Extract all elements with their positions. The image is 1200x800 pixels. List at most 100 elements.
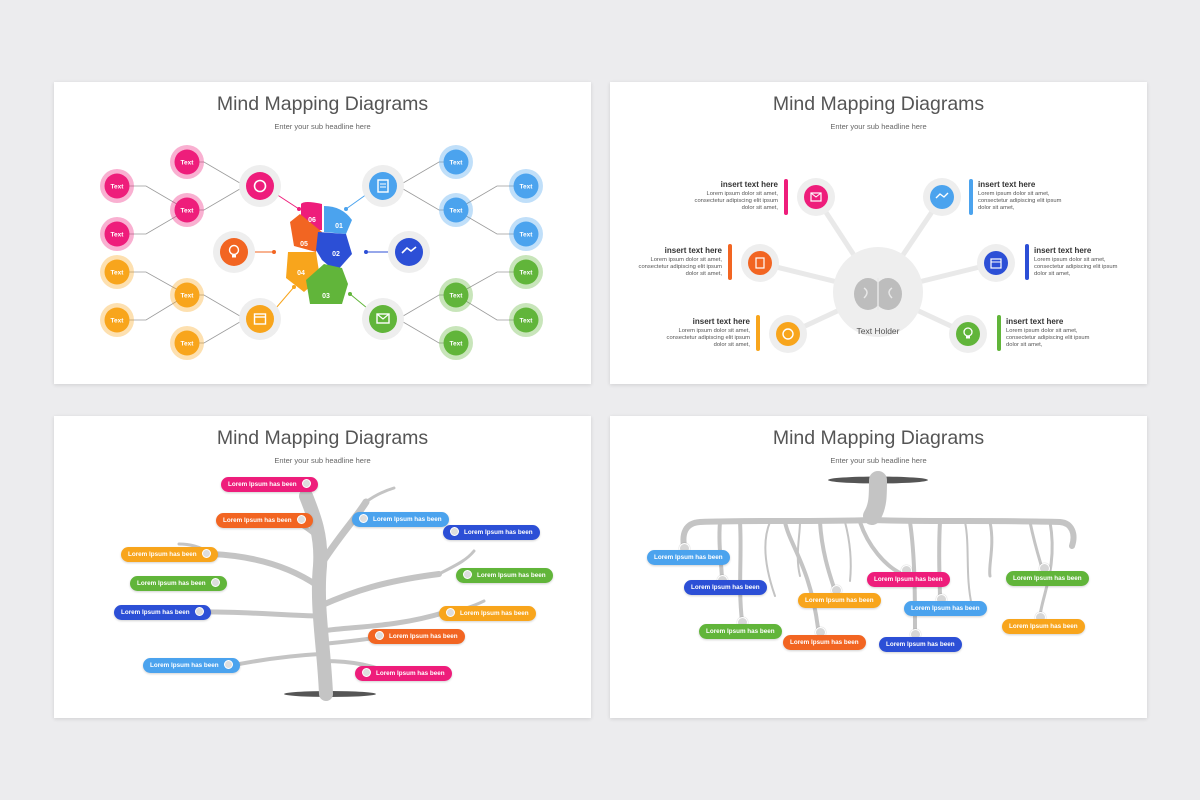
text-block-2[interactable]: insert text here Lorem ipsum dolor sit a… (978, 180, 1074, 212)
text-node[interactable]: Text (509, 303, 543, 337)
text-node[interactable]: Text (100, 255, 134, 289)
text-nodes[interactable]: TextTextTextTextTextTextTextTextTextText… (100, 145, 543, 360)
tree-label-7[interactable]: Lorem Ipsum has been (130, 576, 227, 591)
envelope-icon[interactable] (362, 298, 404, 340)
text-node[interactable]: Text (439, 193, 473, 227)
hub-label: Text Holder (857, 326, 900, 336)
text-node-label: Text (111, 231, 125, 238)
tree-label-9[interactable]: Lorem Ipsum has been (439, 606, 536, 621)
puzzle-number-03: 03 (322, 293, 330, 300)
text-node[interactable]: Text (439, 278, 473, 312)
slide-brain-hub[interactable]: Mind Mapping Diagrams Enter your sub hea… (610, 82, 1147, 384)
lightbulb-icon[interactable] (949, 315, 987, 353)
tree-label-1[interactable]: Lorem Ipsum has been (221, 477, 318, 492)
label-dot (223, 659, 233, 669)
chart-icon[interactable] (239, 165, 281, 207)
label-dot (446, 607, 455, 617)
text-node-label: Text (450, 207, 464, 214)
icon-circles[interactable] (213, 165, 430, 340)
text-node-label: Text (181, 159, 195, 166)
root-label-10[interactable]: Lorem Ipsum has been (1002, 619, 1085, 634)
root-label-5[interactable]: Lorem Ipsum has been (783, 635, 866, 650)
text-block-4[interactable]: insert text here Lorem ipsum dolor sit a… (1034, 246, 1130, 278)
text-node[interactable]: Text (100, 169, 134, 203)
text-block-body: Lorem ipsum dolor sit amet, consectetur … (1006, 328, 1090, 348)
text-node[interactable]: Text (170, 145, 204, 179)
label-dot (194, 606, 204, 616)
text-node-label: Text (181, 292, 195, 299)
puzzle-number-05: 05 (300, 241, 308, 248)
root-label-2[interactable]: Lorem Ipsum has been (684, 580, 767, 595)
tree-label-11[interactable]: Lorem Ipsum has been (143, 658, 240, 673)
tree-label-6[interactable]: Lorem Ipsum has been (456, 568, 553, 583)
root-label-6[interactable]: Lorem Ipsum has been (867, 572, 950, 587)
label-dot (362, 667, 371, 677)
tree-label-8[interactable]: Lorem Ipsum has been (114, 605, 211, 620)
text-block-3[interactable]: insert text here Lorem ipsum dolor sit a… (626, 246, 722, 278)
label-dot (210, 577, 220, 587)
text-node[interactable]: Text (509, 169, 543, 203)
tree-label-5[interactable]: Lorem Ipsum has been (121, 547, 218, 562)
root-label-8[interactable]: Lorem Ipsum has been (879, 637, 962, 652)
roots-diagram (680, 471, 1077, 636)
slide-title: Mind Mapping Diagrams (772, 427, 985, 449)
envelope-icon[interactable] (797, 178, 835, 216)
tree-label-2[interactable]: Lorem Ipsum has been (216, 513, 313, 528)
text-node-label: Text (520, 269, 534, 276)
text-node[interactable]: Text (170, 278, 204, 312)
text-node[interactable]: Text (439, 326, 473, 360)
checklist-icon[interactable] (741, 244, 779, 282)
text-node[interactable]: Text (509, 217, 543, 251)
tree-label-12[interactable]: Lorem Ipsum has been (355, 666, 452, 681)
hub-icon-circles[interactable] (741, 178, 1015, 353)
text-block-5[interactable]: insert text here Lorem ipsum dolor sit a… (654, 317, 750, 349)
label-dot (201, 548, 211, 558)
brain-hub-diagram: Text Holder (741, 178, 1015, 353)
text-block-6[interactable]: insert text here Lorem ipsum dolor sit a… (1006, 317, 1102, 349)
label-dot (450, 526, 459, 536)
text-node-label: Text (520, 231, 534, 238)
accent-bar (728, 244, 732, 280)
root-label-3[interactable]: Lorem Ipsum has been (699, 624, 782, 639)
checklist-icon[interactable] (362, 165, 404, 207)
handshake-icon[interactable] (923, 178, 961, 216)
text-node[interactable]: Text (170, 326, 204, 360)
text-node[interactable]: Text (439, 145, 473, 179)
text-block-1[interactable]: insert text here Lorem ipsum dolor sit a… (682, 180, 778, 212)
lightbulb-icon[interactable] (213, 231, 255, 273)
root-label-1[interactable]: Lorem Ipsum has been (647, 550, 730, 565)
tree-label-10[interactable]: Lorem Ipsum has been (368, 629, 465, 644)
tree-label-4[interactable]: Lorem Ipsum has been (443, 525, 540, 540)
chart-icon[interactable] (769, 315, 807, 353)
text-block-title: insert text here (664, 246, 722, 255)
slide-title: Mind Mapping Diagrams (216, 427, 429, 449)
text-node[interactable]: Text (170, 193, 204, 227)
text-block-title: insert text here (720, 180, 778, 189)
calendar-icon[interactable] (977, 244, 1015, 282)
slide-puzzle-mind-map[interactable]: Mind Mapping Diagrams Enter your sub hea… (54, 82, 591, 384)
puzzle-number-04: 04 (297, 270, 305, 277)
puzzle-connectors (250, 193, 392, 309)
root-label-7[interactable]: Lorem Ipsum has been (904, 601, 987, 616)
slide-title: Mind Mapping Diagrams (772, 93, 985, 115)
text-node[interactable]: Text (100, 217, 134, 251)
text-node-label: Text (111, 269, 125, 276)
calendar-icon[interactable] (239, 298, 281, 340)
accent-bar (969, 179, 973, 215)
slide-tree-mind-map[interactable]: Mind Mapping Diagrams Enter your sub hea… (54, 416, 591, 718)
text-block-body: Lorem ipsum dolor sit amet, consectetur … (978, 191, 1062, 211)
text-block-body: Lorem ipsum dolor sit amet, consectetur … (694, 191, 778, 211)
text-block-title: insert text here (978, 180, 1036, 189)
puzzle-head: 06 01 05 02 04 03 (286, 202, 352, 304)
text-node-label: Text (181, 207, 195, 214)
text-node[interactable]: Text (509, 255, 543, 289)
accent-bar (1025, 244, 1029, 280)
root-label-4[interactable]: Lorem Ipsum has been (798, 593, 881, 608)
slide-roots-mind-map[interactable]: Mind Mapping Diagrams Enter your sub hea… (610, 416, 1147, 718)
text-node[interactable]: Text (100, 303, 134, 337)
handshake-icon[interactable] (388, 231, 430, 273)
puzzle-number-01: 01 (335, 223, 343, 230)
tree-label-3[interactable]: Lorem Ipsum has been (352, 512, 449, 527)
root-label-9[interactable]: Lorem Ipsum has been (1006, 571, 1089, 586)
tree-diagram (162, 480, 486, 701)
